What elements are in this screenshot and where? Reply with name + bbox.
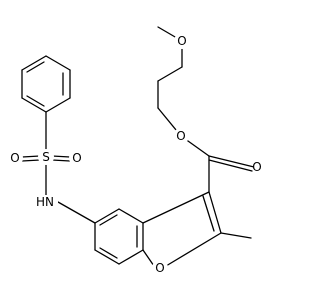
phenyl-bond-1 (45, 55, 71, 71)
carbonyl-double-bond-a (208, 155, 255, 168)
furan-c3a-c3-bond (142, 191, 210, 224)
benzene-bond-4 (118, 249, 144, 265)
furan-oxygen-label: O (155, 261, 164, 275)
ester-oxygen-label: O (176, 129, 185, 143)
phenyl-bond-4 (21, 97, 47, 113)
phenyl-inner-bond-b (26, 95, 45, 107)
furan-c2-methyl-bond (220, 232, 252, 239)
furan-oxygen-c7a-bond (142, 249, 155, 267)
furan-c3-c2-double-b (202, 195, 215, 232)
benzene-bond-5 (94, 249, 120, 265)
sulfonyl-right-double-a (51, 155, 71, 158)
amine-nh-label: HN (36, 195, 54, 209)
sulfonyl-right-double-b (51, 159, 71, 162)
benzene-inner-bond-a (99, 214, 118, 226)
furan-c3-c2-double-a (208, 191, 222, 234)
sulfonyl-left-double-b (21, 159, 41, 162)
benzene-inner-bond-c (99, 247, 118, 259)
ethyl-chain-bond (157, 66, 183, 82)
sulfonyl-oxygen-right-atom: O (69, 150, 85, 166)
phenyl-bond-6 (21, 55, 47, 71)
furan-c2-oxygen-bond (165, 232, 222, 267)
furan-oxygen-atom: O (152, 260, 168, 276)
sulfonyl-oxygen-left-atom: O (7, 150, 23, 166)
methoxy-oxygen-atom: O (174, 33, 190, 49)
nitrogen-benzene-bond (57, 201, 96, 224)
amine-nh-atom: HN (32, 195, 58, 209)
sulfonyl-left-double-a (21, 155, 41, 158)
sulfonyl-oxygen-left-label: O (10, 151, 19, 165)
phenyl-bond-3 (45, 97, 71, 113)
benzene-bond-1 (94, 208, 120, 224)
atom-labels: O O O O S O HN O (7, 33, 261, 276)
phenyl-inner-bond-c (26, 61, 45, 73)
sulfonyl-sulfur-atom: S (38, 149, 54, 165)
molecule-structure: O O O O S O HN O (7, 26, 261, 276)
methoxy-oxygen-label: O (177, 34, 186, 48)
carbonyl-double-bond-b (208, 159, 253, 172)
carbonyl-oxygen-atom: O (252, 159, 261, 175)
benzene-bond-2 (118, 208, 144, 224)
bonds (21, 26, 255, 267)
ester-oxygen-atom: O (173, 128, 189, 144)
sulfonyl-sulfur-label: S (42, 150, 50, 164)
sulfonyl-oxygen-right-label: O (72, 151, 81, 165)
carbonyl-oxygen-label: O (252, 160, 261, 174)
